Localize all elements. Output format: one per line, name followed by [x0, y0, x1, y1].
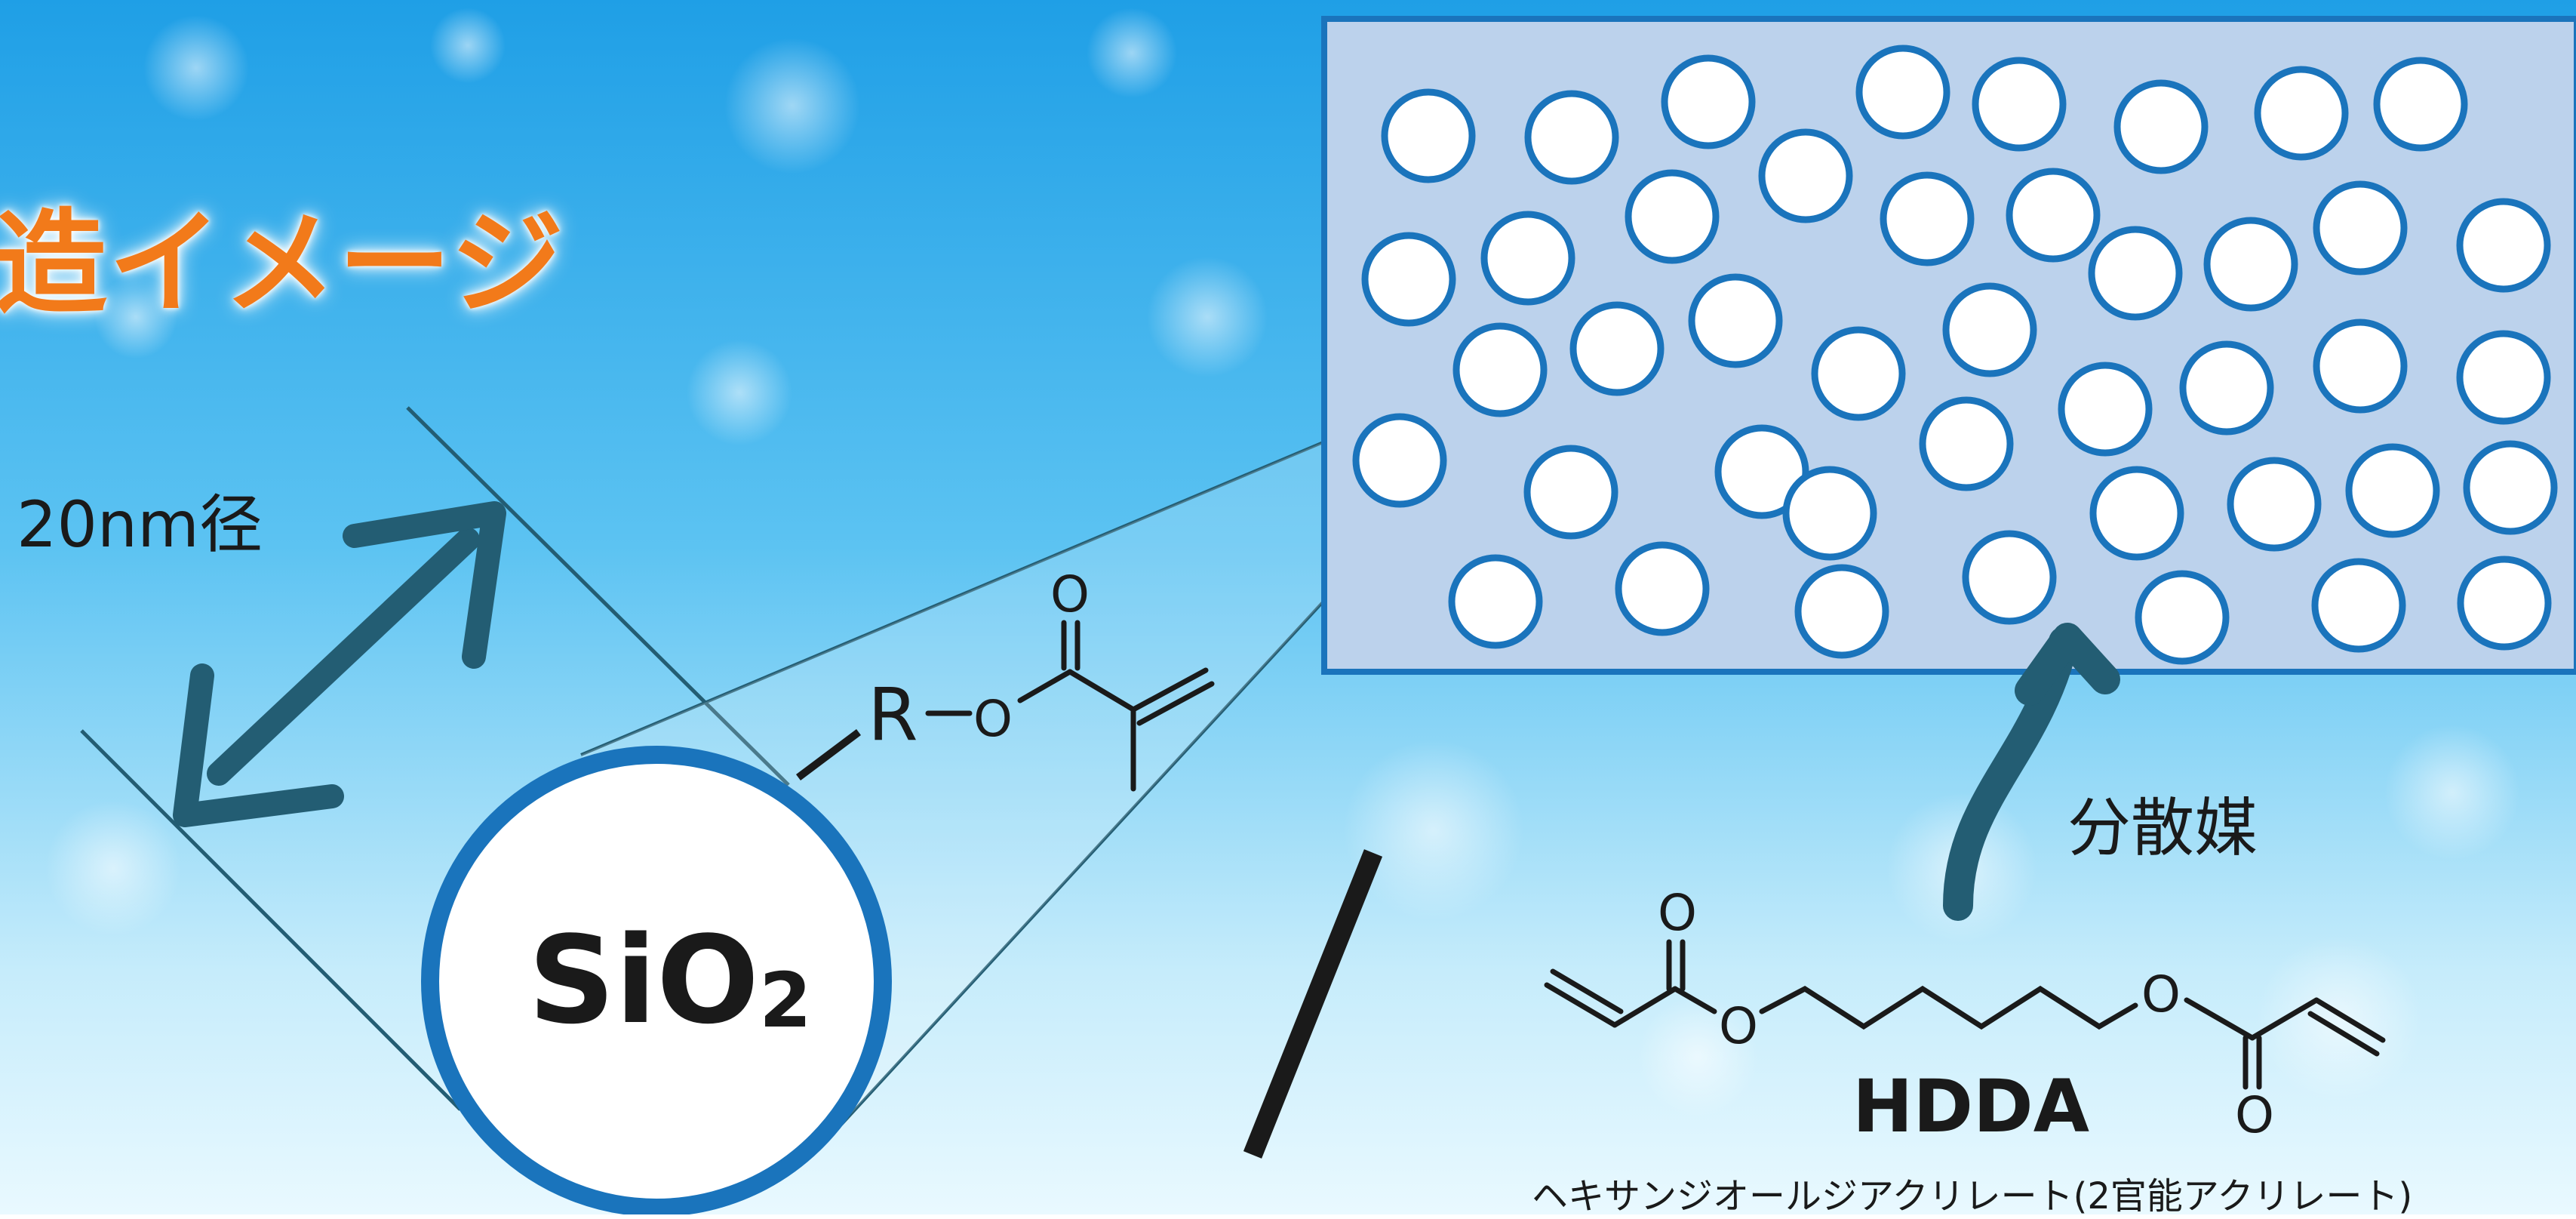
- dispersed-particle: [1615, 541, 1710, 636]
- dispersed-particle: [2313, 180, 2408, 276]
- dispersed-particle: [1962, 530, 2057, 625]
- dispersed-particle: [1972, 57, 2067, 152]
- ester-o-label: O: [973, 690, 1013, 748]
- silica-formula: SiO2: [528, 910, 812, 1051]
- hdda-ester-o-left: O: [1719, 997, 1758, 1055]
- size-guide-line-upper: [406, 406, 790, 787]
- hdda-full-name: ヘキサンジオールジアクリレート(2官能アクリレート): [1532, 1175, 2413, 1217]
- dispersed-particle: [1352, 413, 1447, 508]
- dispersed-particle: [1523, 445, 1618, 540]
- dispersed-particle: [2457, 556, 2552, 651]
- diameter-arrow: [173, 501, 506, 827]
- size-guide-line-lower: [80, 729, 462, 1111]
- dispersed-particle: [1381, 88, 1476, 183]
- methacrylate-bonds: [925, 620, 1215, 792]
- hdda-structure: [1544, 939, 2386, 1090]
- dispersed-particle: [1855, 45, 1950, 140]
- dispersed-particles: [1352, 45, 2558, 665]
- dispersed-particle: [1758, 128, 1853, 223]
- dispersed-particle: [1782, 466, 1877, 561]
- dispersed-particle: [2179, 340, 2274, 436]
- dispersed-particle: [2227, 457, 2322, 552]
- dispersed-particle: [2345, 443, 2440, 538]
- dispersed-particle: [1880, 171, 1975, 266]
- dispersed-particle: [1452, 322, 1548, 417]
- dispersed-particle: [1942, 282, 2037, 377]
- dispersed-particle: [1661, 54, 1756, 149]
- dispersed-particle: [2203, 217, 2298, 312]
- silica-formula-main: SiO: [528, 910, 760, 1051]
- silica-particle: [421, 746, 892, 1214]
- r-group-label: R: [868, 673, 918, 757]
- dispersed-particle: [1714, 424, 1809, 519]
- dispersed-particle: [2088, 226, 2183, 321]
- carbonyl-o-label: O: [1050, 565, 1090, 623]
- dispersed-particle: [1569, 301, 1665, 396]
- dispersed-particle: [1480, 211, 1575, 306]
- dispersed-particle: [2113, 79, 2209, 174]
- dispersed-particle: [1625, 169, 1720, 264]
- page-title: 造イメージ: [0, 199, 566, 330]
- dispersed-particle: [1448, 554, 1543, 649]
- dispersed-particle: [1919, 396, 2014, 491]
- dispersed-particle: [2254, 66, 2349, 161]
- surface-bond: [796, 729, 861, 780]
- dispersed-particle: [2058, 362, 2153, 457]
- dispersed-particle: [1688, 273, 1783, 368]
- dispersed-particle: [1794, 564, 1889, 659]
- dispersed-particle: [2463, 440, 2558, 535]
- dispersed-particle: [2006, 168, 2101, 263]
- hdda-ester-o-right: O: [2141, 965, 2181, 1024]
- hdda-carbonyl-o-right: O: [2235, 1086, 2274, 1144]
- zoom-line-top: [580, 420, 1374, 756]
- dispersed-particle: [2313, 319, 2408, 414]
- bokeh-lights: [45, 8, 2520, 1117]
- hdda-name: HDDA: [1852, 1064, 2090, 1149]
- hdda-carbonyl-o-left: O: [1658, 884, 1697, 942]
- dispersed-particle: [1361, 232, 1456, 327]
- dispersed-particle: [2456, 198, 2551, 293]
- diameter-label: 20nm径: [17, 488, 263, 562]
- dispersed-particle: [2311, 558, 2406, 653]
- dispersed-particle: [1524, 90, 1619, 185]
- medium-label: 分散媒: [2067, 791, 2258, 865]
- dispersed-particle: [1811, 326, 1906, 421]
- slash-separator: [1243, 849, 1383, 1159]
- dispersed-particle: [2373, 57, 2468, 152]
- medium-arrow: [1943, 623, 2120, 921]
- dispersed-particle: [2135, 570, 2230, 665]
- dispersed-particle: [2089, 466, 2184, 561]
- silica-formula-sub: 2: [759, 956, 812, 1045]
- dispersed-particle: [2456, 330, 2551, 425]
